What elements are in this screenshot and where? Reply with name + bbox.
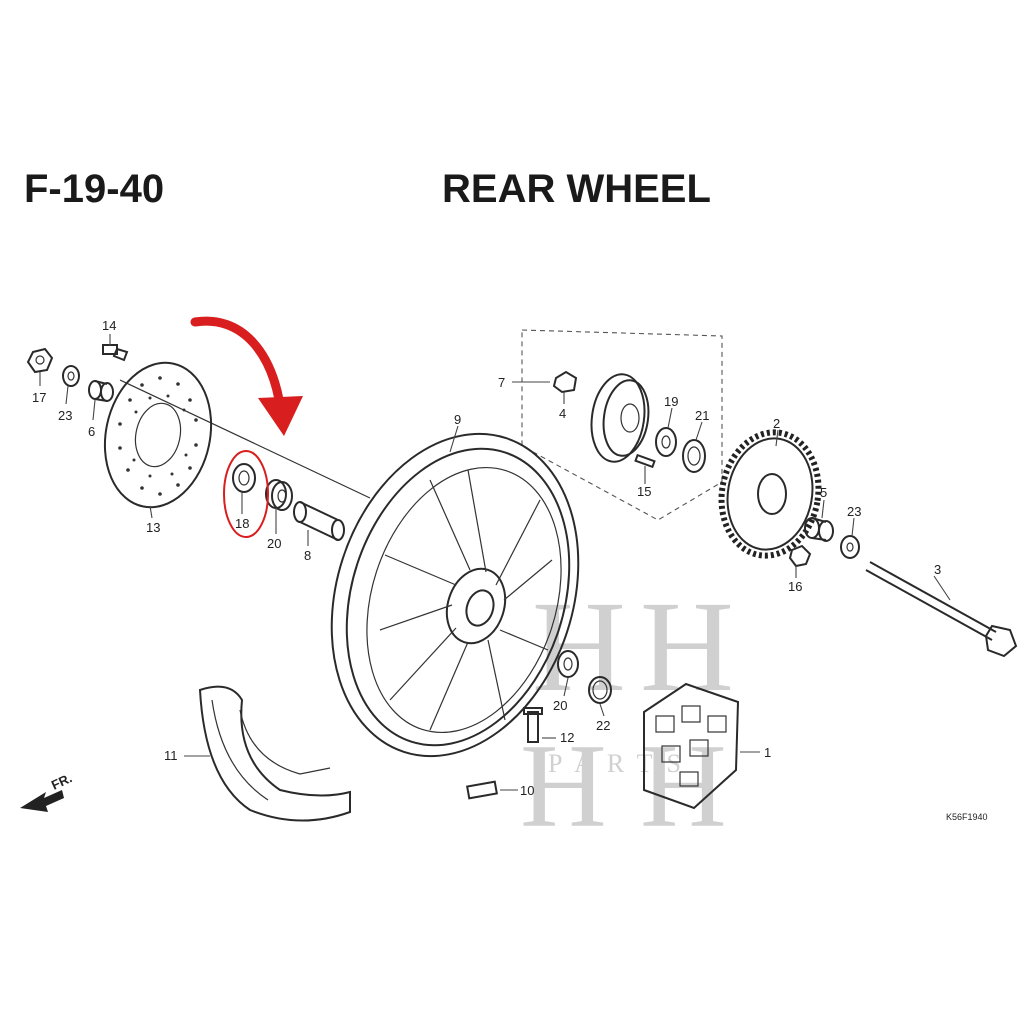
part-14-bolt [102,344,129,362]
callout-5: 5 [820,485,827,500]
part-20-bearing-lower [557,650,579,678]
highlight-ring [223,450,269,538]
part-18-bearing [232,463,256,493]
part-3-axle [865,561,1018,658]
callout-21: 21 [695,408,709,423]
part-10-balance-weight [466,780,498,800]
callout-18: 18 [235,516,249,531]
part-23-washer-right [840,535,860,559]
callout-23-left: 23 [58,408,72,423]
callout-3: 3 [934,562,941,577]
highlight-arrow [190,316,303,436]
callout-20-lower: 20 [553,698,567,713]
callout-2: 2 [773,416,780,431]
front-direction-arrow: FR. [20,770,74,812]
front-direction-label: FR. [49,770,74,792]
callout-9: 9 [454,412,461,427]
part-15-stud [634,453,656,469]
part-20-bearing [265,479,293,511]
callout-22: 22 [596,718,610,733]
part-19-bearing [655,427,677,457]
callout-1: 1 [764,745,771,760]
part-4-nut [552,370,578,394]
callout-13: 13 [146,520,160,535]
hub-assembly-group-outline [521,329,723,521]
callout-10: 10 [520,783,534,798]
part-17-nut [26,347,54,374]
part-5-collar [804,517,834,542]
callout-17: 17 [32,390,46,405]
part-9-wheel [330,432,580,758]
part-7-hub [590,373,650,463]
diagram-number: F-19-40 [24,167,164,211]
watermark-letter-top-2: H [640,575,734,719]
part-1-damper [643,682,740,810]
callout-16: 16 [788,579,802,594]
diagram-title: REAR WHEEL [442,167,711,211]
callout-23-right: 23 [847,504,861,519]
callout-4: 4 [559,406,566,421]
part-13-brake-disc [103,361,213,509]
part-11-tire [198,685,351,822]
callout-6: 6 [88,424,95,439]
callout-14: 14 [102,318,116,333]
part-12-valve [523,707,543,743]
watermark-letter-top: H [532,575,626,719]
callout-8: 8 [304,548,311,563]
callout-12: 12 [560,730,574,745]
callout-7: 7 [498,375,505,390]
watermark-subtext: PARTS [548,749,695,778]
part-6-collar [88,380,114,402]
part-21-seal [682,439,706,473]
part-2-sprocket [718,429,822,559]
part-16-nut [788,544,812,568]
part-23-washer [62,365,80,387]
callout-11: 11 [164,748,178,763]
part-22-seal [588,676,612,704]
callout-15: 15 [637,484,651,499]
axle-centerline [119,379,371,499]
callout-leader-lines [39,334,951,791]
watermark-logo: H H H H PARTS [520,575,734,852]
figure-code: K56F1940 [946,812,988,822]
part-callouts: 14 17 23 6 13 18 20 8 9 7 4 15 19 21 2 5… [32,318,941,798]
callout-19: 19 [664,394,678,409]
part-8-spacer [293,501,345,541]
callout-20-upper: 20 [267,536,281,551]
